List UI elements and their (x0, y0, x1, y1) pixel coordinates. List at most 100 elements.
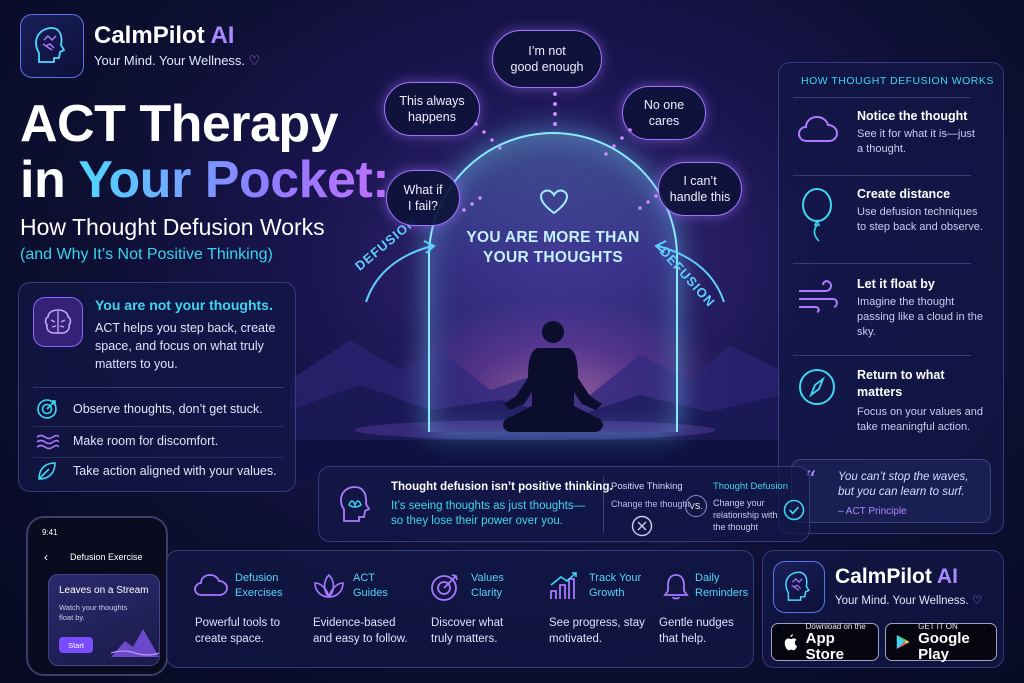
feature-desc: Powerful tools to create space. (195, 617, 281, 645)
brain-icon (33, 297, 83, 347)
check-circle-icon (783, 499, 805, 521)
thought-defusion-label: Thought Defusion (713, 481, 788, 492)
step-title: Return to what matters (857, 368, 945, 399)
bullet-row: Observe thoughts, don’t get stuck. (35, 397, 290, 421)
left-panel-title: You are not your thoughts. (95, 297, 273, 313)
meditating-person-illustration (503, 321, 603, 432)
exercise-card-desc: Watch your thoughts float by. (59, 603, 128, 622)
heart-icon: ♡ (248, 53, 261, 68)
download-panel: CalmPilot AI Your Mind. Your Wellness. ♡… (762, 550, 1004, 668)
download-brand-tagline: Your Mind. Your Wellness. ♡ (835, 595, 983, 607)
thought-cloud: I can’t handle this (658, 162, 742, 216)
lotus-icon (314, 573, 344, 599)
feature-title: Values Clarity (471, 572, 504, 599)
mountain-wave-icon (111, 629, 159, 657)
heart-icon (539, 189, 569, 215)
step-title: Let it float by (857, 277, 935, 291)
headline-subtitle2: (and Why It’s Not Positive Thinking) (20, 246, 273, 263)
positive-thinking-label: Positive Thinking (611, 481, 683, 492)
comparison-panel: Thought defusion isn’t positive thinking… (318, 466, 810, 542)
thought-trails (462, 92, 658, 212)
exercise-card-title: Leaves on a Stream (59, 585, 149, 596)
steps-panel-header: HOW THOUGHT DEFUSION WORKS (801, 75, 994, 87)
bullet-text: Observe thoughts, don’t get stuck. (73, 402, 263, 416)
phone-screen-title: Defusion Exercise (70, 552, 143, 562)
bell-icon (663, 574, 689, 600)
left-panel-body: ACT helps you step back, create space, a… (95, 321, 276, 371)
feature-title: ACT Guides (353, 572, 388, 599)
quote-box: “ You can’t stop the waves, but you can … (791, 459, 991, 523)
feature-desc: See progress, stay motivated. (549, 617, 645, 645)
thought-cloud: I’m not good enough (492, 30, 602, 88)
step-desc: Use defusion techniques to step back and… (857, 206, 983, 233)
apple-icon (784, 634, 797, 651)
feature-desc: Discover what truly matters. (431, 617, 504, 645)
exercise-card[interactable]: Leaves on a Stream Watch your thoughts f… (48, 574, 160, 666)
app-store-small-text: Download on the (805, 621, 866, 631)
app-logo (20, 14, 84, 78)
phone-time: 9:41 (42, 528, 58, 537)
app-store-button[interactable]: Download on the App Store (771, 621, 879, 663)
cloud-icon (194, 574, 228, 596)
step-desc: Focus on your values and take meaningful… (857, 406, 983, 433)
comparison-body: It’s seeing thoughts as just thoughts—so… (391, 500, 586, 527)
bullet-row: Take action aligned with your values. (35, 459, 290, 483)
app-store-big-text: App Store (805, 629, 844, 663)
step-desc: See it for what it is—just a thought. (857, 128, 975, 155)
bullet-text: Make room for discomfort. (73, 434, 219, 448)
feature-desc: Evidence-based and easy to follow. (313, 617, 408, 645)
chart-icon (550, 572, 577, 599)
back-chevron-icon[interactable]: ‹ (44, 550, 48, 564)
heart-icon: ♡ (971, 595, 983, 607)
x-circle-icon (631, 515, 653, 537)
target-icon (37, 399, 57, 419)
thought-defusion-desc: Change your relationship with the though… (713, 498, 778, 532)
headline-line1: ACT Therapy (20, 95, 339, 153)
bullet-row: Make room for discomfort. (35, 429, 290, 453)
defusion-arrow-left (365, 240, 436, 303)
leaf-icon (38, 462, 56, 480)
brain-head-icon (785, 571, 810, 601)
bullet-text: Take action aligned with your values. (73, 464, 277, 478)
app-logo (773, 561, 825, 613)
google-play-button[interactable]: GET IT ON Google Play (885, 621, 997, 663)
comparison-title: Thought defusion isn’t positive thinking… (391, 481, 613, 493)
headline-subtitle: How Thought Defusion Works (20, 214, 325, 240)
cloud-icon (797, 115, 839, 142)
brain-head-icon (35, 27, 66, 63)
dome-message: YOU ARE MORE THAN YOUR THOUGHTS (466, 229, 640, 266)
phone-mockup: 9:41 ‹ Defusion Exercise Leaves on a Str… (26, 516, 168, 676)
step-desc: Imagine the thought passing like a cloud… (857, 296, 983, 338)
lotus-head-icon (340, 486, 371, 522)
features-bar: Defusion Exercises Powerful tools to cre… (166, 550, 754, 668)
feature-title: Track Your Growth (589, 572, 642, 599)
left-info-panel: You are not your thoughts. ACT helps you… (18, 282, 296, 492)
download-brand-name: CalmPilot AI (835, 565, 958, 588)
step-title: Create distance (857, 187, 951, 201)
quote-text: You can’t stop the waves, but you can le… (838, 471, 969, 498)
feature-title: Defusion Exercises (235, 572, 283, 599)
defusion-arrow-right (654, 240, 725, 303)
headline-line2: in Your Pocket: (20, 151, 390, 209)
feature-title: Daily Reminders (695, 572, 749, 599)
google-play-small-text: GET IT ON (918, 621, 958, 631)
start-button[interactable]: Start (59, 637, 93, 653)
vs-badge: VS. (685, 495, 707, 517)
google-play-big-text: Google Play (918, 629, 970, 663)
google-play-icon (896, 634, 910, 650)
brand-name: CalmPilot AI (94, 22, 235, 49)
brand-tagline: Your Mind. Your Wellness. ♡ (94, 53, 261, 68)
thought-cloud: What if I fail? (386, 170, 460, 226)
wind-icon (799, 280, 838, 313)
thought-cloud: This always happens (384, 82, 480, 136)
step-title: Notice the thought (857, 109, 968, 123)
balloon-icon (802, 188, 832, 242)
defusion-steps-panel: HOW THOUGHT DEFUSION WORKS Notice the th… (778, 62, 1004, 534)
quote-source: – ACT Principle (838, 506, 907, 517)
compass-icon (799, 369, 835, 405)
waves-icon (36, 434, 59, 450)
feature-desc: Gentle nudges that help. (659, 617, 734, 645)
positive-thinking-desc: Change the thought (611, 499, 691, 509)
target-icon (431, 574, 458, 601)
thought-cloud: No one cares (622, 86, 706, 140)
